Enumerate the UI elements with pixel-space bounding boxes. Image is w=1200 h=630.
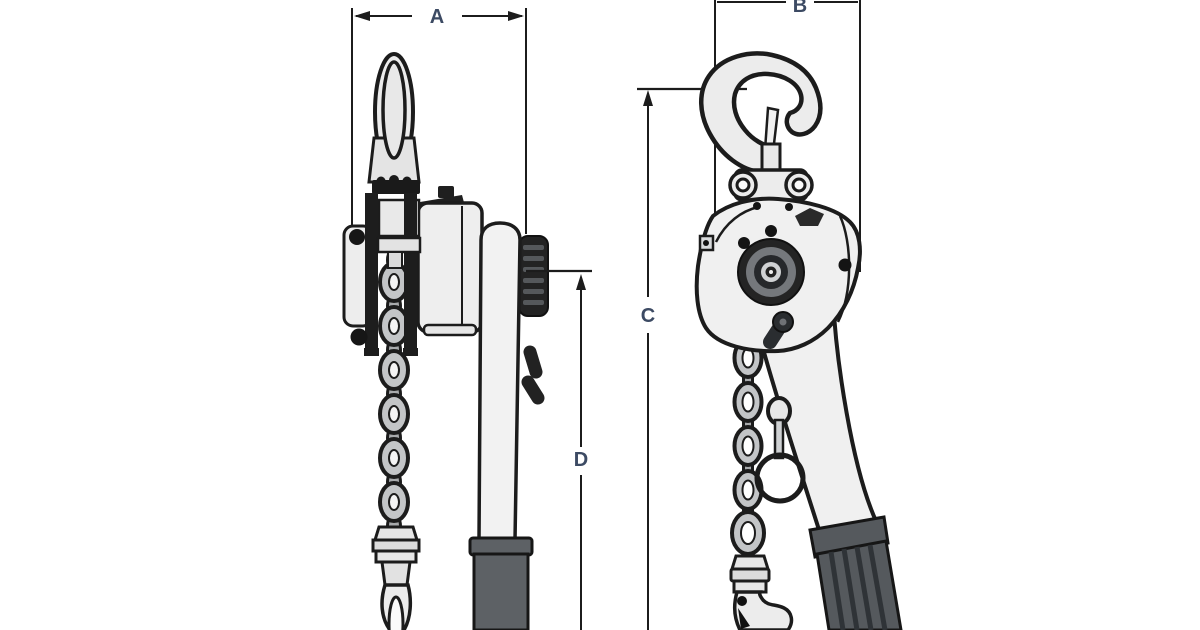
- dimension-a-label: A: [430, 6, 444, 28]
- housing-wing-detail: [795, 208, 824, 226]
- dimension-c-label: C: [641, 305, 655, 327]
- frame-bolt-icon: [349, 229, 365, 245]
- lever-latch-tab: [521, 375, 545, 405]
- dimension-d-label: D: [574, 449, 588, 471]
- bottom-hook-side: [371, 525, 421, 630]
- frame-bolt-icon: [350, 328, 368, 346]
- frame-side: [342, 193, 422, 356]
- dimension-d: D: [574, 274, 588, 630]
- arrowhead-right-icon: [508, 11, 524, 21]
- top-hook-front: [699, 51, 823, 176]
- ratchet-knob-side: [518, 235, 549, 317]
- housing-bolt-icon: [753, 202, 761, 210]
- dimension-a: A: [347, 6, 527, 254]
- dimension-c: C: [637, 87, 747, 630]
- suspension-bracket: [728, 168, 814, 202]
- front-view: [694, 51, 903, 630]
- gear-housing-side: [416, 186, 484, 337]
- safety-latch: [738, 608, 750, 629]
- arrowhead-up-icon: [576, 274, 586, 290]
- housing-bolt-icon: [765, 225, 777, 237]
- top-hook-side: [367, 52, 421, 194]
- housing-bolt-icon: [785, 203, 793, 211]
- latch-pivot-icon: [737, 596, 747, 606]
- load-chain-side: [378, 247, 410, 539]
- lever-grip-front: [808, 515, 903, 630]
- chain-end-ring: [754, 396, 806, 504]
- bottom-hook-front: [729, 554, 794, 630]
- dimension-b-label: B: [793, 0, 807, 17]
- arrowhead-left-icon: [354, 11, 370, 21]
- brake-hub: [737, 225, 852, 306]
- housing-bolt-icon: [738, 237, 750, 249]
- load-chain-front: [730, 328, 766, 556]
- lever-grip-side: [468, 536, 534, 630]
- hand-lever-side: [477, 221, 545, 542]
- housing-bolt-icon: [838, 258, 852, 272]
- hook-clamp: [372, 175, 420, 194]
- arrowhead-up-icon: [643, 90, 653, 106]
- lever-latch-tab: [523, 345, 543, 379]
- side-view: [342, 52, 592, 630]
- pawl-lever: [763, 311, 794, 349]
